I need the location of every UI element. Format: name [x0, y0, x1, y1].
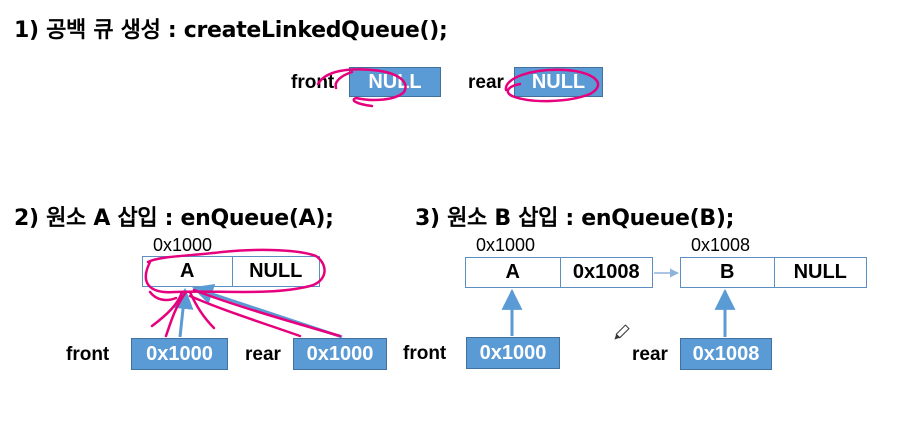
handwritten-annotation: [144, 248, 342, 338]
step2-rear-pointer: 0x1000: [293, 338, 387, 370]
step2-front-pointer: 0x1000: [131, 338, 228, 370]
step3-node-a-address: 0x1000: [476, 235, 536, 255]
node-link-field: NULL: [231, 257, 320, 286]
step3-rear-label: rear: [632, 344, 668, 365]
pencil-cursor-icon: [614, 324, 630, 340]
step3-title: 3) 원소 B 삽입 : enQueue(B);: [415, 206, 735, 231]
step3-rear-pointer: 0x1008: [680, 338, 772, 370]
step1-title: 1) 공백 큐 생성 : createLinkedQueue();: [14, 18, 448, 43]
node-link-field: 0x1008: [559, 258, 653, 287]
step2-title: 2) 원소 A 삽입 : enQueue(A);: [14, 206, 334, 231]
step1-rear-label: rear: [468, 72, 504, 93]
step3-node-b: B NULL: [680, 257, 867, 288]
node-data-field: B: [720, 261, 735, 283]
step2-front-arrow: [172, 287, 194, 338]
node-data-field: A: [180, 260, 195, 282]
handwritten-annotation: [316, 68, 600, 108]
step3-node-a: A 0x1008: [465, 257, 653, 288]
node-data-field: A: [505, 261, 520, 283]
step3-front-pointer: 0x1000: [466, 337, 560, 369]
step3-node-b-address: 0x1008: [691, 235, 751, 255]
step2-front-label: front: [66, 344, 110, 365]
step3-front-label: front: [403, 343, 447, 364]
step2-node-a: A NULL: [142, 256, 320, 287]
step2-node-address: 0x1000: [153, 235, 213, 255]
step2-rear-label: rear: [245, 344, 281, 365]
node-link-field: NULL: [773, 258, 867, 287]
